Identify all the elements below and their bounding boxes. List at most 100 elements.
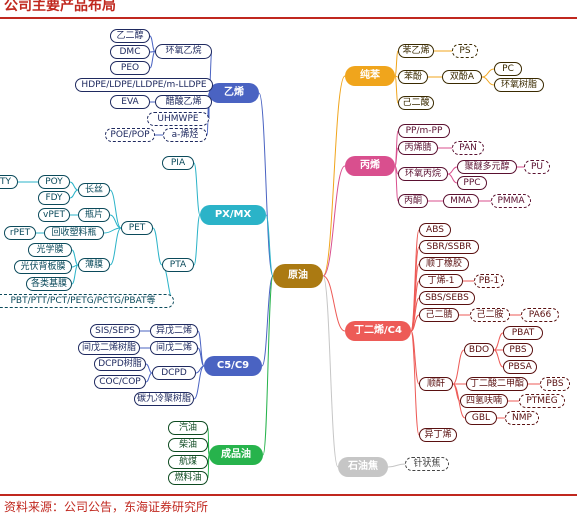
node-pc: PC xyxy=(494,62,522,76)
node-pu: PU xyxy=(524,160,550,174)
connector-shijiao-zzj xyxy=(387,463,406,468)
node-bingtong: 丙酮 xyxy=(398,194,428,208)
node-pb1: PB-1 xyxy=(474,274,504,288)
node-jwexsz: 间戊二烯树脂 xyxy=(78,341,140,355)
connector-bingxi-bingxijing xyxy=(394,147,399,167)
node-shunjian: 顺酐 xyxy=(419,377,453,391)
connector-dcpd-coc xyxy=(145,372,153,383)
connector-dingerxi-sbr xyxy=(410,246,420,332)
node-ps: PS xyxy=(452,44,478,58)
connector-root-yixi xyxy=(258,92,274,277)
source-note: 资料来源：公司公告，东海证券研究所 xyxy=(4,500,209,514)
connector-changsi-poy xyxy=(69,181,79,191)
node-pmma: PMMA xyxy=(491,194,531,208)
node-yeerchun: 乙二醇 xyxy=(110,29,150,43)
node-ywx: 异丁烯 xyxy=(419,428,457,442)
node-bdo: BDO xyxy=(464,343,494,357)
node-pia: PIA xyxy=(162,156,194,170)
node-hsll: 回收塑料瓶 xyxy=(44,226,104,240)
node-bingxijing: 丙烯腈 xyxy=(398,141,438,155)
node-sbr: SBR/SSBR xyxy=(419,240,479,254)
node-shijiao: 石油焦 xyxy=(338,457,388,477)
connector-pta-pet xyxy=(152,227,163,266)
node-pbat: PBAT xyxy=(503,326,543,340)
node-sis: SIS/SEPS xyxy=(90,324,140,338)
connector-root-pxmx xyxy=(265,214,274,277)
node-hyye: 环氧乙烷 xyxy=(155,44,212,59)
node-pbs1: PBS xyxy=(503,343,533,357)
source-rule xyxy=(0,494,577,496)
node-jes: 己二酸 xyxy=(398,96,434,110)
connector-sfa-hysz xyxy=(481,76,495,86)
connector-chunben-byx xyxy=(394,50,399,77)
node-eva: EVA xyxy=(110,95,150,109)
connector-root-cpy xyxy=(262,275,274,456)
connector-sfa-pc xyxy=(481,68,495,78)
node-dcpdsz: DCPD树脂 xyxy=(94,357,146,371)
connector-hybw-jmdyc xyxy=(447,166,458,175)
node-chaiyou: 柴油 xyxy=(168,438,208,452)
connector-root-chunben xyxy=(322,75,346,277)
node-vpet: vPET xyxy=(38,208,70,222)
node-sbs: SBS/SEBS xyxy=(419,291,475,305)
node-nmp: NMP xyxy=(505,411,539,425)
node-dty: DTY xyxy=(0,175,18,189)
connector-shunjian-bdo xyxy=(452,349,465,385)
node-qiyou: 汽油 xyxy=(168,421,208,435)
node-fdy: FDY xyxy=(38,191,70,205)
node-bingxi: 丙烯 xyxy=(345,156,395,176)
title-rule xyxy=(0,17,577,19)
connector-pet-bomo xyxy=(109,227,122,266)
connector-pxmx-pia xyxy=(193,162,201,216)
node-rpet: rPET xyxy=(4,226,36,240)
connector-bomo-gljm xyxy=(71,264,79,285)
node-pbt: PBT/PTT/PCT/PETG/PCTG/PBAT等 xyxy=(0,294,174,308)
node-byx: 苯乙烯 xyxy=(398,44,434,58)
node-hangmei: 航煤 xyxy=(168,455,208,469)
connector-root-c5c9 xyxy=(261,275,274,367)
node-ywex: 异戊二烯 xyxy=(150,324,198,338)
node-tj: 碳九冷聚树脂 xyxy=(134,392,194,406)
connector-root-shijiao xyxy=(322,275,339,468)
connector-pxmx-pta xyxy=(193,214,201,266)
node-gbl: GBL xyxy=(465,411,497,425)
node-pan: PAN xyxy=(452,141,484,155)
node-jwex: 间戊二烯 xyxy=(150,341,198,355)
connector-chunben-jes xyxy=(394,75,399,104)
node-cpy: 成品油 xyxy=(209,445,263,465)
node-ptmeg: PTMEG xyxy=(519,394,565,408)
node-yixi: 乙烯 xyxy=(209,83,259,103)
node-root: 原油 xyxy=(273,264,323,288)
node-pet: PET xyxy=(121,221,153,235)
node-axt: a-烯烃 xyxy=(163,128,207,142)
node-jejing: 己二腈 xyxy=(419,308,459,322)
node-changsi: 长丝 xyxy=(78,183,110,197)
connector-cpy-rly xyxy=(207,454,210,479)
node-sfa: 双酚A xyxy=(442,70,482,84)
connector-bomo-gxm xyxy=(71,249,79,266)
connector-root-bingxi xyxy=(322,165,346,277)
node-gxm: 光学膜 xyxy=(28,243,72,257)
node-pa66: PA66 xyxy=(521,308,559,322)
node-poy: POY xyxy=(38,175,70,189)
connector-pet-changsi xyxy=(109,189,122,229)
node-jmdyc: 聚醚多元醇 xyxy=(457,160,517,174)
node-sqfn: 四氢呋喃 xyxy=(460,394,508,408)
node-pingpian: 瓶片 xyxy=(78,208,110,222)
connector-c5c9-jwex xyxy=(197,347,205,367)
node-bomo: 薄膜 xyxy=(78,258,110,272)
node-dx1: 丁烯-1 xyxy=(419,274,463,288)
node-gfbbm: 光伏背板膜 xyxy=(14,260,72,274)
node-zzj: 针状焦 xyxy=(405,457,449,471)
node-mma: MMA xyxy=(443,194,479,208)
report-title: 公司主要产品布局 xyxy=(4,0,116,14)
node-benfen: 苯酚 xyxy=(398,70,428,84)
node-sdxj: 顺丁橡胶 xyxy=(419,257,469,271)
connector-bdo-pbat xyxy=(493,332,504,351)
node-cyxi: 醋酸乙烯 xyxy=(155,95,212,109)
connector-yixi-axt xyxy=(206,92,210,136)
node-ppc: PPC xyxy=(457,176,487,190)
connector-root-dingerxi xyxy=(322,275,346,332)
node-dcpd: DCPD xyxy=(152,366,196,380)
